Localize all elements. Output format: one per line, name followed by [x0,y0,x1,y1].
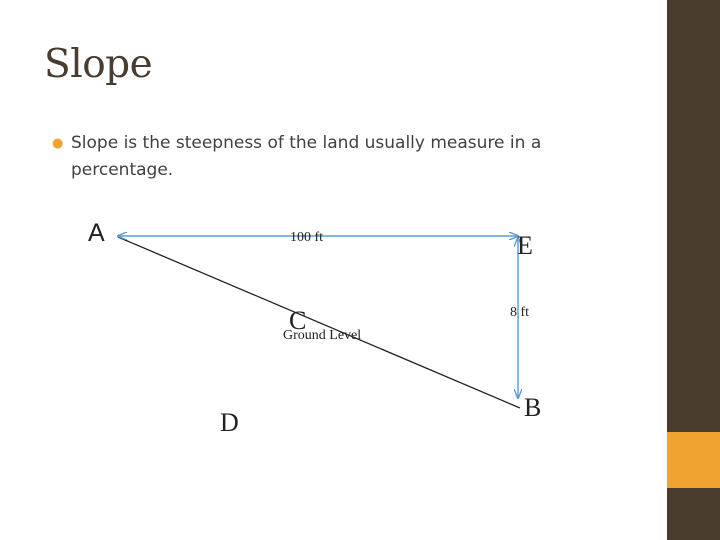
horizontal-distance-label: 100 ft [290,230,323,245]
sidebar-accent-block [667,432,720,488]
point-label-b: B [524,393,541,422]
bullet-item: ● Slope is the steepness of the land usu… [52,130,612,184]
vertical-distance-label: 8 ft [510,305,529,320]
point-label-c: C [289,306,306,335]
slope-diagram: A E C B D 100 ft 8 ft Ground Level [88,219,541,437]
slide-title: Slope [44,42,153,87]
bullet-text: Slope is the steepness of the land usual… [71,133,542,180]
bullet-dot-icon: ● [52,136,64,151]
bullet-list: ● Slope is the steepness of the land usu… [52,130,612,184]
point-label-d: D [220,408,239,437]
ground-level-label: Ground Level [283,328,361,343]
point-label-e: E [517,231,533,260]
point-label-a: A [88,219,105,247]
ground-level-line [117,236,521,409]
